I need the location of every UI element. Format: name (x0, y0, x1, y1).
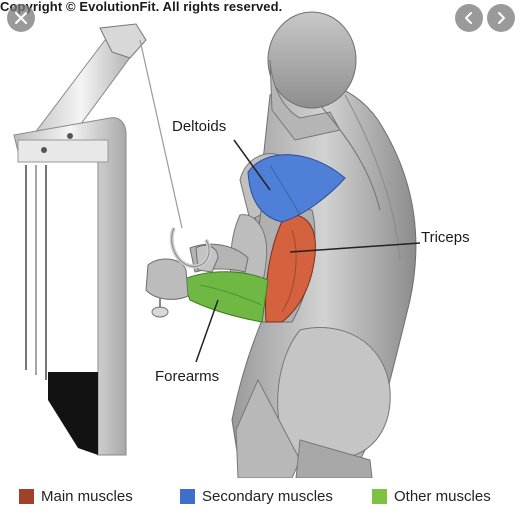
copyright-notice: Copyright © EvolutionFit. All rights res… (0, 0, 283, 14)
figure-body (145, 11, 417, 478)
leader-lines (195, 139, 421, 363)
legend-label-secondary: Secondary muscles (202, 488, 333, 505)
legend-label-main: Main muscles (41, 488, 133, 505)
label-forearms: Forearms (155, 368, 220, 385)
legend-item-main: Main muscles (19, 488, 133, 505)
label-triceps: Triceps (421, 229, 470, 246)
label-deltoids: Deltoids (172, 118, 227, 135)
legend-item-secondary: Secondary muscles (180, 488, 333, 505)
muscle-legend: Main muscles Secondary muscles Other mus… (0, 478, 523, 524)
legend-label-other: Other muscles (394, 488, 491, 505)
legend-swatch-other (372, 489, 387, 504)
muscle-illustration (13, 11, 421, 478)
chevron-right-icon (498, 12, 505, 24)
close-icon (15, 12, 27, 24)
legend-item-other: Other muscles (372, 488, 491, 505)
legend-swatch-main (19, 489, 34, 504)
close-button[interactable] (7, 4, 35, 32)
cable-machine (13, 23, 183, 456)
legend-swatch-secondary (180, 489, 195, 504)
chevron-left-icon (465, 12, 472, 24)
previous-image-button[interactable] (455, 4, 483, 32)
next-image-button[interactable] (487, 4, 515, 32)
